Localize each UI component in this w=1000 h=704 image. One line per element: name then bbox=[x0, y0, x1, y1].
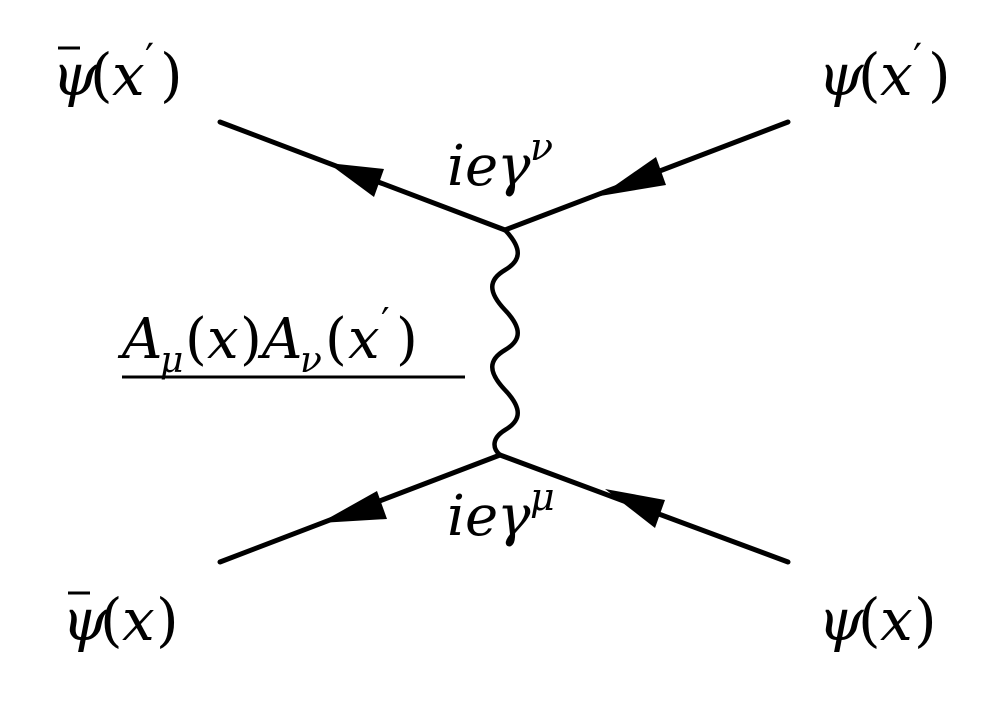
gamma-matrix: γ bbox=[497, 484, 531, 549]
psi-symbol: ψ bbox=[818, 41, 864, 109]
factor-e: e bbox=[465, 134, 498, 199]
arrow-bottom-right bbox=[605, 489, 665, 528]
lorentz-index: ν bbox=[530, 125, 553, 169]
paren-close: ) bbox=[240, 307, 262, 372]
label-psi-x: ψ ( x ) bbox=[818, 586, 937, 654]
paren-close: ) bbox=[156, 586, 179, 654]
var-x: x bbox=[112, 41, 145, 109]
var-x: x bbox=[880, 586, 913, 654]
factor-i: i bbox=[447, 134, 465, 199]
prime-mark: ′ bbox=[913, 36, 922, 82]
paren-close: ) bbox=[928, 41, 951, 109]
label-vertex-bottom: i e γ μ bbox=[447, 475, 555, 549]
var-x: x bbox=[880, 41, 913, 109]
gamma-matrix: γ bbox=[497, 134, 531, 199]
lorentz-index: μ bbox=[530, 475, 555, 519]
factor-i: i bbox=[447, 484, 465, 549]
paren-open: ( bbox=[858, 41, 881, 109]
index-nu: ν bbox=[300, 340, 322, 381]
prime-mark: ′ bbox=[381, 300, 390, 344]
prime-mark: ′ bbox=[145, 36, 154, 82]
paren-open: ( bbox=[185, 307, 207, 372]
field-A: A bbox=[117, 307, 162, 372]
label-vertex-top: i e γ ν bbox=[447, 125, 553, 199]
label-psibar-xprime: ψ ( x ′ ) bbox=[52, 36, 183, 109]
paren-open: ( bbox=[325, 307, 347, 372]
var-x: x bbox=[348, 307, 380, 372]
label-psibar-x: ψ ( x ) bbox=[62, 586, 179, 654]
factor-e: e bbox=[465, 484, 498, 549]
arrow-top-left bbox=[328, 163, 384, 197]
var-x: x bbox=[122, 586, 155, 654]
paren-open: ( bbox=[858, 586, 881, 654]
var-x: x bbox=[207, 307, 239, 372]
label-propagator: A μ ( x ) A ν ( x ′ ) bbox=[117, 300, 418, 381]
arrow-bottom-left bbox=[320, 491, 387, 523]
photon-propagator bbox=[490, 227, 520, 458]
paren-open: ( bbox=[100, 586, 123, 654]
paren-close: ) bbox=[396, 307, 418, 372]
field-A: A bbox=[257, 307, 302, 372]
paren-close: ) bbox=[160, 41, 183, 109]
arrow-top-right bbox=[600, 157, 666, 196]
psi-symbol: ψ bbox=[52, 41, 98, 109]
index-mu: μ bbox=[160, 340, 183, 381]
psi-symbol: ψ bbox=[62, 586, 108, 654]
psi-symbol: ψ bbox=[818, 586, 864, 654]
paren-open: ( bbox=[90, 41, 113, 109]
paren-close: ) bbox=[914, 586, 937, 654]
label-psi-xprime: ψ ( x ′ ) bbox=[818, 36, 951, 109]
